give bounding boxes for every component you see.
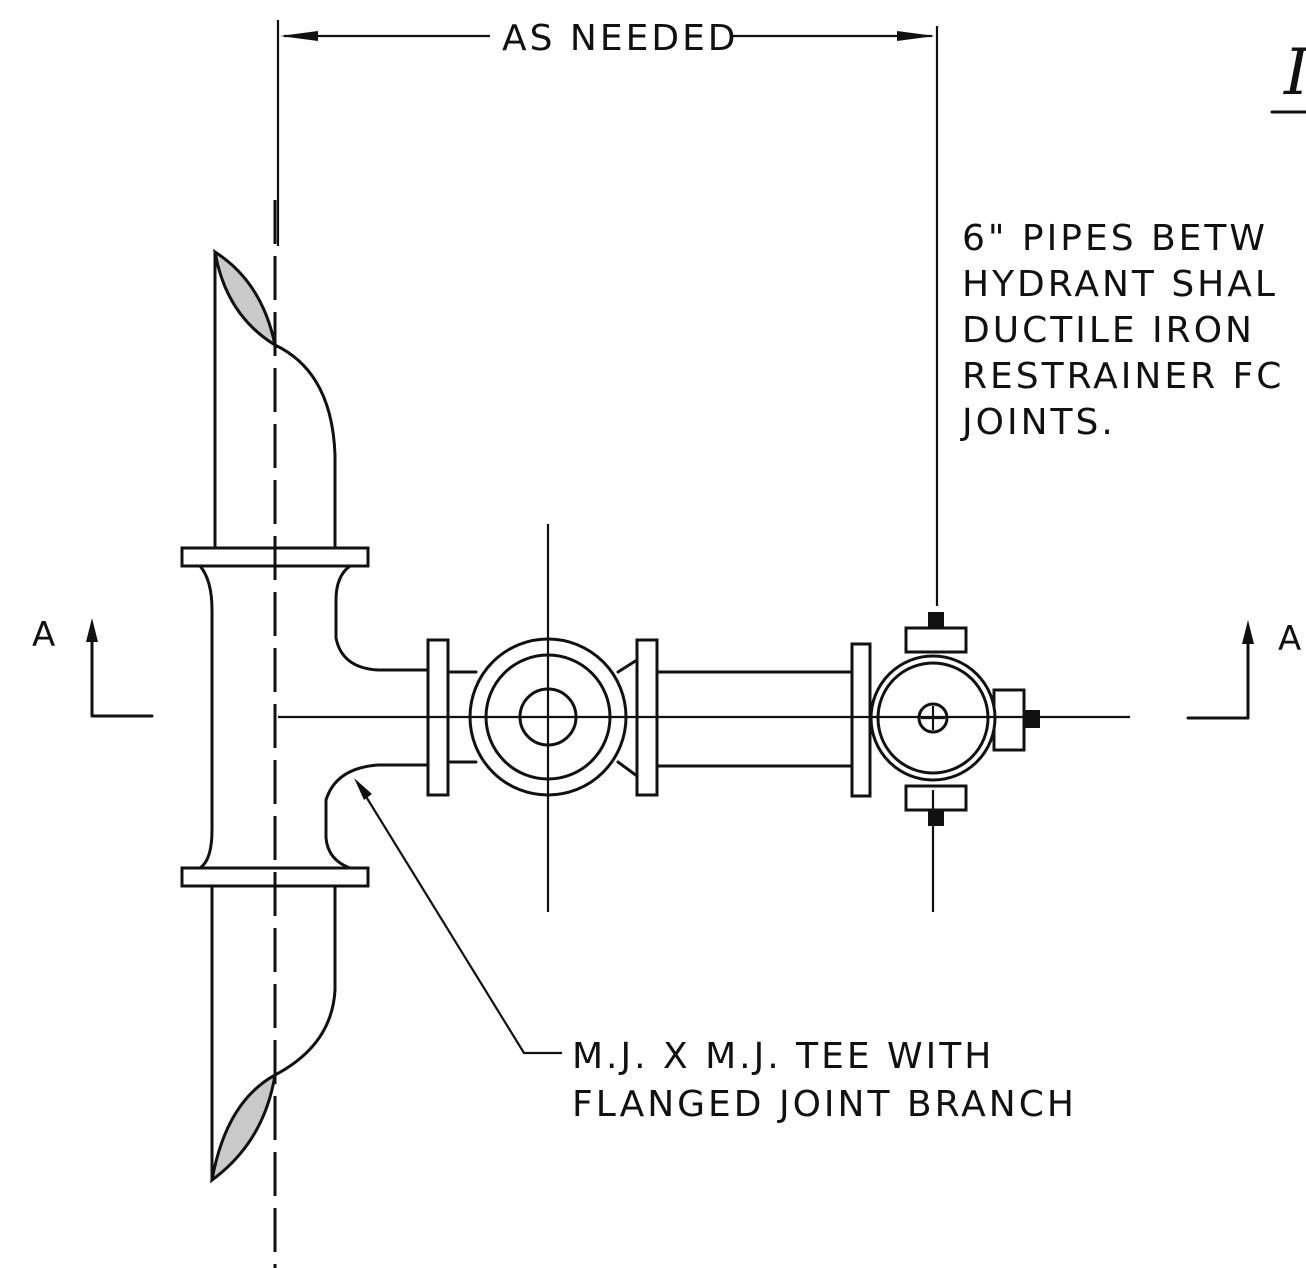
title-fragment: I bbox=[1283, 36, 1306, 110]
callout-line-2: FLANGED JOINT BRANCH bbox=[572, 1084, 1077, 1125]
section-label-left: A bbox=[32, 615, 58, 655]
dimension-line bbox=[276, 20, 939, 606]
leader-arrow-icon bbox=[354, 778, 372, 800]
hydrant-lead-pipe bbox=[655, 642, 872, 798]
note-line-2: HYDRANT SHAL bbox=[962, 264, 1278, 305]
pipe-break-bottom bbox=[209, 1072, 277, 1184]
note-line-4: RESTRAINER FC bbox=[962, 356, 1284, 397]
hydrant-pumper-nozzle bbox=[992, 688, 1026, 752]
hydrant-nozzle-top bbox=[904, 626, 968, 654]
tee-callout-leader bbox=[354, 778, 562, 1055]
dimension-label: AS NEEDED bbox=[502, 18, 739, 59]
section-label-right: A bbox=[1278, 619, 1304, 659]
section-mark-left bbox=[86, 618, 154, 718]
note-line-1: 6" PIPES BETW bbox=[962, 218, 1268, 259]
arrow-right-icon bbox=[897, 31, 935, 41]
callout-line-1: M.J. X M.J. TEE WITH bbox=[572, 1036, 994, 1077]
general-note: 6" PIPES BETW HYDRANT SHAL DUCTILE IRON … bbox=[960, 218, 1284, 443]
section-mark-right bbox=[1186, 620, 1254, 720]
pipe-break-top bbox=[212, 248, 278, 349]
arrow-up-icon bbox=[86, 618, 98, 642]
note-line-5: JOINTS. bbox=[960, 402, 1116, 443]
hydrant-nozzle-bottom bbox=[904, 784, 968, 812]
fire-hydrant bbox=[869, 612, 1040, 912]
arrow-up-icon bbox=[1242, 620, 1254, 644]
arrow-left-icon bbox=[280, 31, 318, 41]
note-line-3: DUCTILE IRON bbox=[962, 310, 1255, 351]
hydrant-inlet-flange bbox=[850, 642, 872, 798]
